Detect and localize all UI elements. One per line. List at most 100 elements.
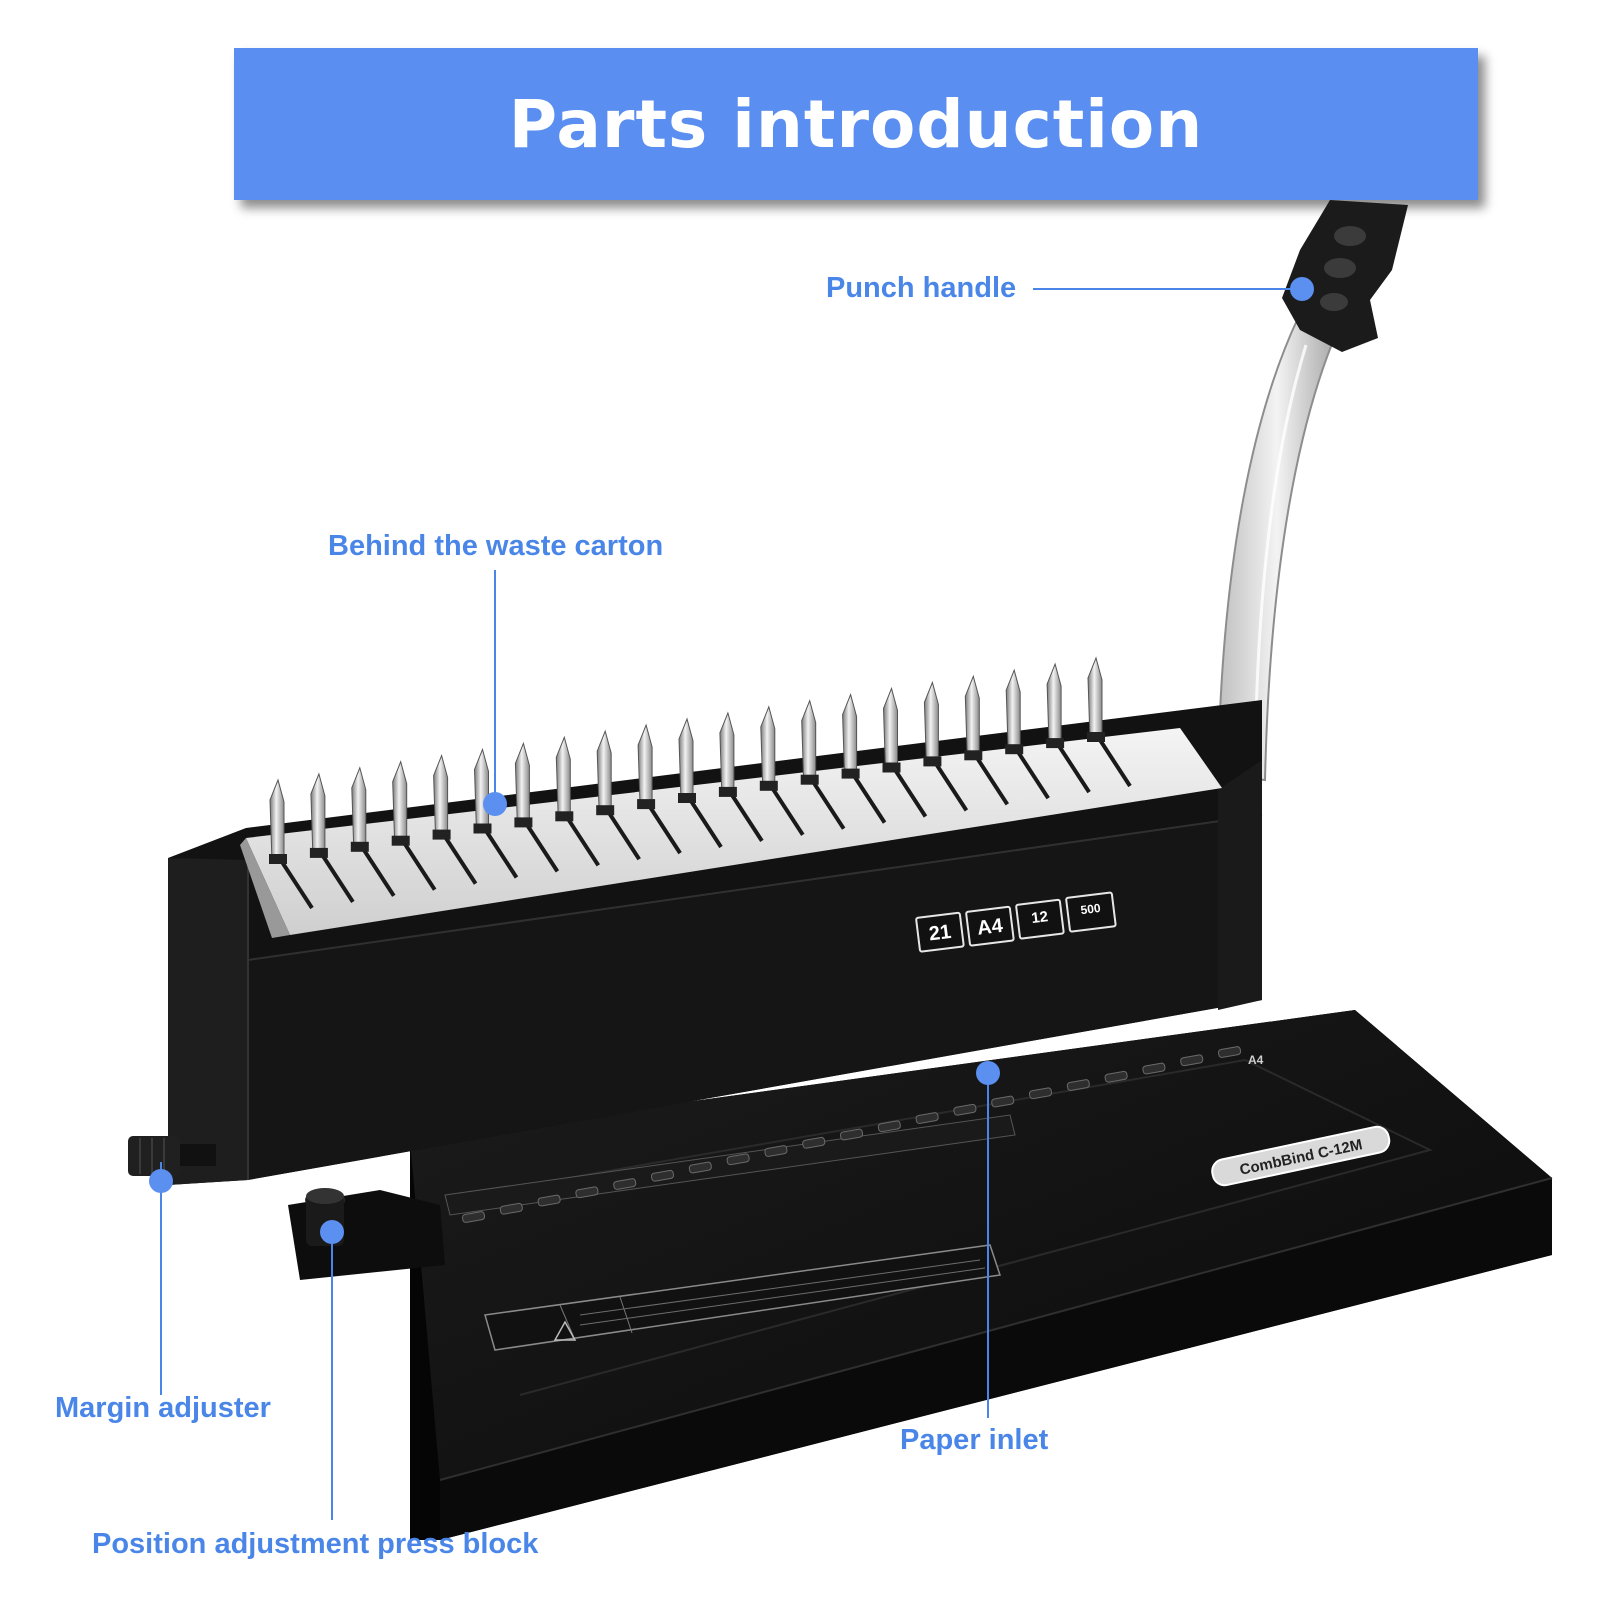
comb-pin xyxy=(555,735,571,820)
page-title: Parts introduction xyxy=(508,85,1204,163)
callout-lines xyxy=(160,288,1302,1520)
guide-mark xyxy=(537,1194,561,1207)
comb-pin xyxy=(351,766,367,851)
comb-pin xyxy=(678,717,694,802)
punch-slot xyxy=(934,763,969,812)
comb-pin xyxy=(1005,668,1021,753)
badge-21: 21 xyxy=(928,921,953,946)
punch-slot xyxy=(443,836,478,885)
guide-mark xyxy=(1066,1079,1090,1091)
pin-collar xyxy=(269,854,287,864)
callout-punch-handle: Punch handle xyxy=(826,272,1017,304)
comb-pin xyxy=(514,741,530,826)
punch-slot xyxy=(321,854,355,903)
guide-mark xyxy=(764,1145,788,1157)
pin-collar xyxy=(555,811,574,822)
guide-mark xyxy=(575,1186,599,1199)
comb-pin xyxy=(637,723,653,808)
guide-mark xyxy=(915,1112,939,1124)
punch-slot xyxy=(362,848,396,897)
dot-punch-handle xyxy=(1290,277,1314,301)
guide-mark xyxy=(688,1161,712,1174)
punch-slot xyxy=(975,757,1009,806)
comb-pin xyxy=(392,760,408,845)
comb-pin xyxy=(882,686,898,771)
guide-mark xyxy=(953,1103,977,1116)
comb-pins xyxy=(269,656,1105,864)
pin-collar xyxy=(432,829,451,840)
guide-mark xyxy=(726,1153,750,1166)
guide-mark xyxy=(1104,1070,1128,1083)
punch-slots xyxy=(280,738,1132,910)
punch-slot xyxy=(812,781,846,830)
pin-collar xyxy=(596,805,615,816)
title-banner: Parts introduction xyxy=(234,48,1478,200)
dot-waste-carton xyxy=(483,792,507,816)
pin-collar xyxy=(473,823,492,834)
handle-grip xyxy=(1282,200,1408,352)
pin-collar xyxy=(1005,744,1024,755)
pin-collar xyxy=(1087,732,1105,742)
comb-pin xyxy=(1087,656,1103,741)
dot-paper-inlet xyxy=(976,1061,1000,1085)
punch-slot xyxy=(403,842,437,891)
punch-slot xyxy=(689,799,723,849)
callout-paper-inlet: Paper inlet xyxy=(900,1424,1049,1456)
pin-collar xyxy=(964,750,983,761)
punch-slot xyxy=(730,793,764,842)
comb-pin xyxy=(1046,662,1062,747)
pin-collar xyxy=(759,780,778,791)
callout-waste-carton: Behind the waste carton xyxy=(328,530,664,562)
punch-slot xyxy=(648,806,682,855)
comb-pin xyxy=(801,699,817,784)
comb-pin xyxy=(842,693,858,778)
comb-pin xyxy=(923,680,939,765)
punch-slot xyxy=(484,830,519,879)
paper-guide-marks xyxy=(461,1046,1242,1223)
guide-mark xyxy=(461,1211,486,1223)
pin-collar xyxy=(391,835,410,846)
comb-pin xyxy=(433,754,449,839)
base-plate xyxy=(410,1010,1553,1540)
punch-slot xyxy=(1016,751,1050,800)
pin-collar xyxy=(841,768,860,779)
punch-slot xyxy=(525,824,560,873)
guide-mark xyxy=(991,1095,1015,1108)
pin-collar xyxy=(514,817,533,828)
comb-pin xyxy=(964,674,980,759)
pin-collar xyxy=(678,793,696,803)
guide-mark xyxy=(499,1202,523,1215)
press-block xyxy=(288,1188,445,1280)
comb-pin xyxy=(760,705,776,790)
comb-pin xyxy=(269,778,285,863)
comb-pin xyxy=(719,711,735,796)
guide-mark xyxy=(1028,1087,1053,1100)
guide-mark xyxy=(1142,1062,1166,1075)
pin-collar xyxy=(309,847,328,858)
punch-slot xyxy=(893,769,928,818)
punch-slot xyxy=(1098,738,1132,788)
punch-slot xyxy=(280,860,314,910)
spec-badges: 21 A4 12 500 xyxy=(915,891,1117,953)
guide-mark xyxy=(1217,1046,1242,1058)
punch-slot xyxy=(852,775,887,824)
callout-margin-adjuster: Margin adjuster xyxy=(55,1392,271,1424)
badge-500: 500 xyxy=(1080,901,1102,917)
dot-press-block xyxy=(320,1220,344,1244)
punch-slot xyxy=(1057,745,1091,794)
pin-collar xyxy=(923,756,942,767)
punch-slot xyxy=(771,787,805,836)
punch-slot xyxy=(607,812,641,861)
guide-mark xyxy=(1180,1054,1204,1067)
margin-adjuster-knob xyxy=(128,1136,216,1176)
pin-collar xyxy=(718,786,737,797)
guide-mark: A4 xyxy=(1248,1053,1264,1067)
pin-collar xyxy=(882,762,901,773)
comb-pin xyxy=(310,772,326,857)
callout-press-block: Position adjustment press block xyxy=(92,1528,539,1560)
handle-bar xyxy=(1216,316,1338,782)
pin-collar xyxy=(637,799,656,810)
guide-mark xyxy=(877,1120,901,1133)
